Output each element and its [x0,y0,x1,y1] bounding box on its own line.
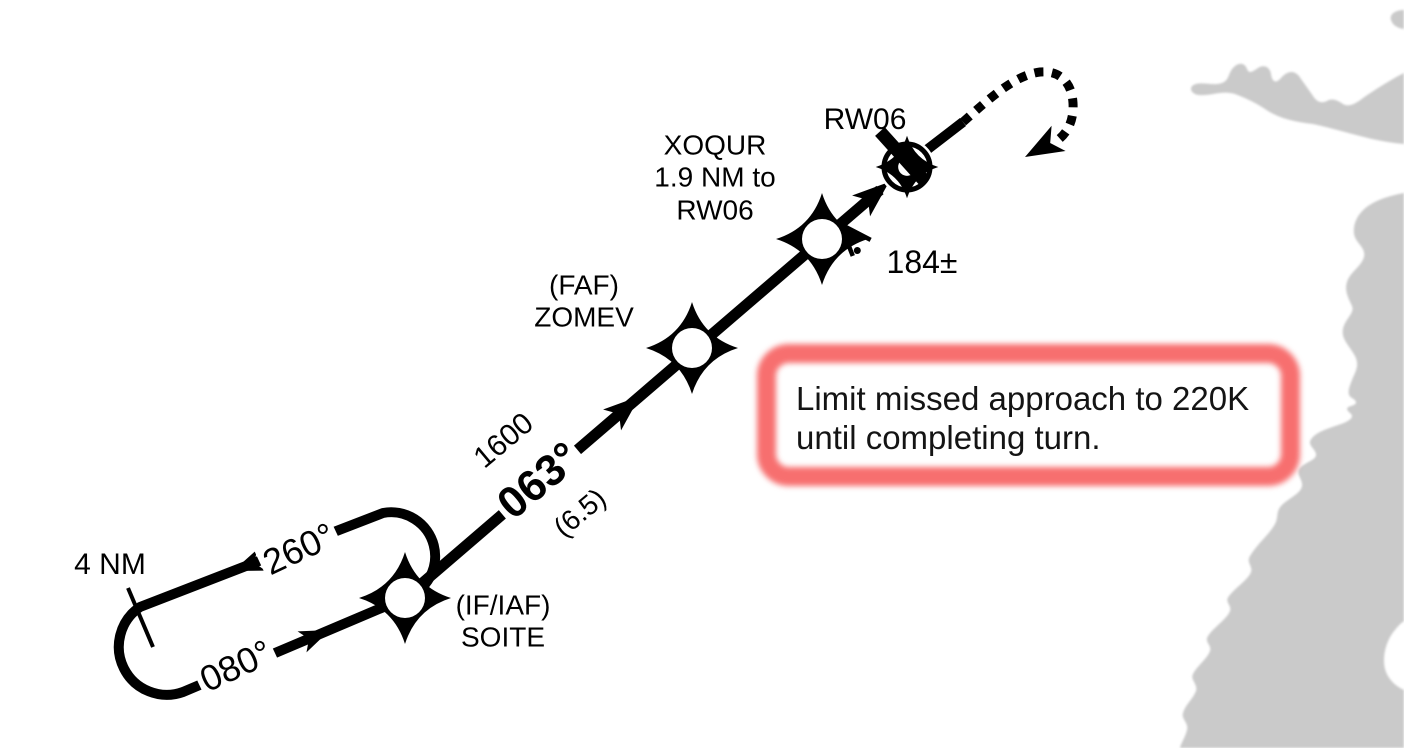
mainland [1180,193,1404,748]
faf-label: (FAF) ZOMEV [534,270,634,335]
faf-role: (FAF) [549,269,619,301]
runway-fix-icon [875,127,939,199]
missed-approach-note: Limit missed approach to 220K until comp… [796,379,1288,457]
peninsula [1190,63,1404,144]
iaf-role: (IF/IAF) [455,589,551,621]
obstacle-elevation-label: 184± [886,244,958,280]
note-line-2: until completing turn. [796,419,1101,456]
leg-length-tick [126,587,155,648]
map-fix-label: XOQUR 1.9 NM to RW06 [654,129,775,226]
coastline [1180,10,1404,748]
iaf-label: (IF/IAF) SOITE [456,590,551,655]
runway-label: RW06 [823,103,907,136]
map-fix-name: XOQUR [663,129,767,161]
island-top-right [1390,10,1404,29]
note-line-1: Limit missed approach to 220K [796,380,1250,417]
note-highlight-box [757,344,1300,486]
faf-name: ZOMEV [534,302,634,333]
map-fix-ref: RW06 [676,194,754,226]
iaf-name: SOITE [460,622,545,653]
missed-approach-stub [920,118,967,156]
map-fix-distance: 1.9 NM to [654,161,776,193]
missed-approach-arrow-icon [960,67,1078,170]
hold-leg-length-label: 4 NM [74,548,146,581]
obstacle-icon [836,219,872,257]
